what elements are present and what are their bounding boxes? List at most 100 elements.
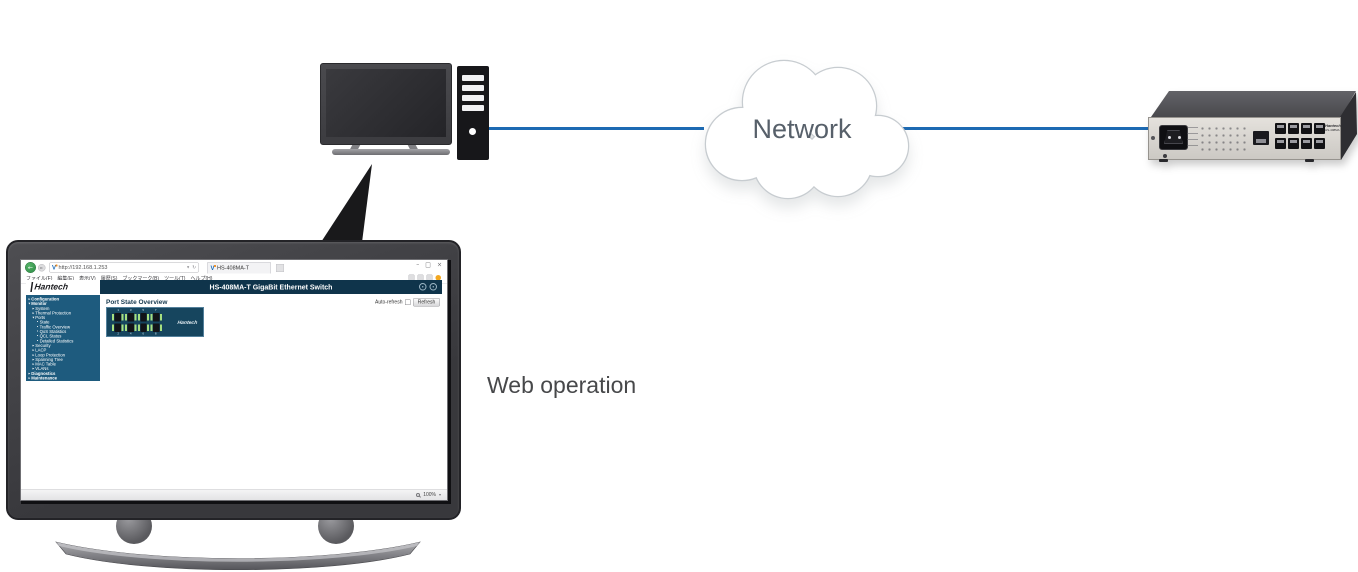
panel-port[interactable] [112, 313, 124, 322]
sidebar-item[interactable]: • QCL Status [29, 334, 98, 339]
sidebar-item[interactable]: • Detailed Statistics [29, 338, 98, 344]
sidebar-item[interactable]: • QoS Statistics [29, 329, 98, 335]
url-text[interactable]: http://192.168.1.253 [58, 264, 108, 271]
panel-port[interactable] [124, 323, 137, 332]
panel-port[interactable] [124, 313, 137, 322]
forward-button[interactable]: ► [38, 264, 46, 272]
menu-item[interactable]: ファイル(F) [26, 276, 53, 282]
sidebar-item-label: Security [35, 342, 51, 348]
tree-marker-icon: • [36, 329, 39, 334]
window-control-button[interactable]: □ [425, 261, 431, 268]
pc-monitor-screen [326, 69, 446, 137]
port-number: 5 [142, 309, 145, 312]
screw-icon [1163, 154, 1167, 158]
rj45-port [1288, 123, 1299, 134]
switch-top-face [1151, 91, 1356, 117]
panel-port[interactable] [150, 313, 162, 322]
menu-item[interactable]: ツール(T) [164, 276, 186, 282]
zoom-magnifier-icon[interactable] [416, 492, 421, 497]
panel-port[interactable] [112, 323, 124, 332]
device-foot [1305, 159, 1314, 162]
sidebar-item-label: LACP [35, 347, 47, 353]
sidebar-item[interactable]: ▸ Security [29, 343, 98, 348]
tree-marker-icon: ▸ [32, 306, 35, 311]
sidebar-item-label: Loop Protection [35, 352, 66, 358]
sidebar-item-label: System [35, 305, 50, 311]
browser-menu-bar: ファイル(F) 編集(E) 表示(V) 履歴(S) ブックマーク(B) ツール(T) ヘルプ… [26, 274, 212, 282]
auto-refresh-label: Auto-refresh [374, 299, 403, 306]
network-cloud: Network [704, 59, 910, 200]
sidebar-item[interactable]: • State [29, 320, 98, 325]
webui-sidebar-menu: ▸ Configuration ▾ Monitor ▸ System [26, 295, 100, 381]
tab-favicon: V [210, 264, 217, 272]
sidebar-item[interactable]: ▸ Spanning Tree [29, 357, 98, 362]
window-control-button[interactable]: × [436, 261, 442, 268]
rj45-port [1301, 123, 1312, 134]
sidebar-item[interactable]: ▸ Maintenance [29, 376, 98, 381]
menu-item[interactable]: 履歴(S) [100, 276, 118, 282]
tree-marker-icon: ▸ [28, 376, 31, 381]
panel-port[interactable] [150, 323, 162, 332]
sidebar-item[interactable]: ▸ Configuration [29, 297, 98, 302]
switch-front-panel: Hantech HS-408MA [1148, 117, 1341, 160]
browser-tab[interactable]: V HS-408MA-T [207, 262, 271, 274]
drive-bay [462, 85, 484, 91]
sidebar-item[interactable]: ▸ Diagnostics [29, 371, 98, 376]
webui-logo: Hantech [30, 282, 69, 292]
led-grid [1199, 125, 1247, 153]
sidebar-item[interactable]: ▾ Monitor [29, 301, 98, 307]
back-button[interactable]: ← [25, 262, 36, 273]
panel-port[interactable] [137, 313, 150, 322]
menu-item[interactable]: 編集(E) [57, 276, 75, 282]
pc-monitor-stand [332, 149, 450, 155]
sidebar-item[interactable]: ▸ VLANs [29, 366, 98, 372]
monitor-stand-base [55, 541, 421, 571]
port-number: 3 [129, 309, 132, 312]
tree-marker-icon: ▸ [28, 371, 31, 376]
window-control-button[interactable]: – [416, 261, 420, 268]
sidebar-item[interactable]: ▸ Loop Protection [29, 352, 98, 358]
notification-dot-icon[interactable] [435, 274, 441, 281]
sidebar-item[interactable]: ▸ LACP [29, 348, 98, 353]
browser-nav-toolbar: ← ► V http://192.168.1.253 ▾ ↻ V HS-408M… [21, 261, 447, 274]
logout-icon[interactable] [419, 283, 427, 291]
sidebar-item-label: MAC Table [35, 361, 56, 367]
drive-bay [462, 95, 484, 101]
tree-marker-icon: ▸ [32, 357, 35, 362]
webui-logo-box: Hantech [26, 280, 100, 294]
device-model: HS-408MA [1325, 128, 1340, 132]
auto-refresh-checkbox[interactable] [405, 299, 411, 305]
menu-item[interactable]: 表示(V) [79, 276, 96, 282]
sidebar-item[interactable]: • Traffic Overview [29, 324, 98, 330]
tab-title: HS-408MA-T [217, 265, 250, 271]
ethernet-cable-left [489, 127, 704, 130]
panel-port[interactable] [137, 323, 150, 332]
rj45-port [1275, 138, 1286, 149]
sidebar-item[interactable]: ▸ System [29, 306, 98, 311]
tree-marker-icon: • [36, 338, 39, 343]
ac-pin [1178, 136, 1181, 139]
sidebar-item[interactable]: ▸ MAC Table [29, 362, 98, 367]
new-tab-button[interactable] [276, 264, 284, 272]
sidebar-item-label: State [39, 319, 50, 325]
sidebar-item[interactable]: ▾ Ports [29, 315, 98, 321]
help-icon[interactable] [429, 283, 437, 291]
port-number: 1 [117, 309, 120, 312]
port-number: 2 [117, 332, 120, 336]
sidebar-item[interactable]: ▸ Thermal Protection [29, 311, 98, 316]
sidebar-item-label: Traffic Overview [39, 324, 71, 330]
rj45-port [1301, 138, 1312, 149]
url-dropdown-icon[interactable]: ▾ [186, 265, 190, 270]
menu-item[interactable]: ヘルプ(H) [190, 276, 213, 282]
tree-marker-icon: ▸ [32, 366, 35, 371]
menu-item[interactable]: ブックマーク(B) [122, 276, 160, 282]
address-bar[interactable]: V http://192.168.1.253 ▾ ↻ [49, 262, 199, 273]
refresh-button[interactable]: Refresh [413, 298, 440, 307]
zoom-dropdown-icon[interactable]: ▾ [438, 492, 441, 498]
device-brand: Hantech [1325, 123, 1341, 128]
sidebar-item-label: Ports [35, 315, 46, 321]
port-number: 8 [154, 332, 157, 336]
reload-icon[interactable]: ↻ [192, 265, 196, 270]
sidebar-item-label: Monitor [31, 301, 47, 307]
